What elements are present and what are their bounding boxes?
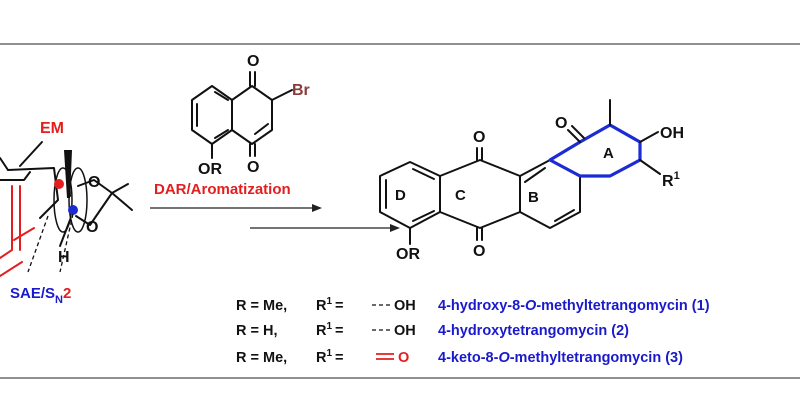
compound-name-2: 4-hydroxytetrangomycin (2) [438, 323, 629, 339]
diene-red [0, 185, 35, 259]
ring-oxygen-1: O [88, 174, 100, 191]
tetrangomycin-product: O O OR O OH R1 D C B A [379, 99, 684, 263]
ring-oxygen-2: O [86, 219, 98, 236]
c-br-bond [271, 89, 293, 101]
compound-legend: R = Me, R1= OH 4-hydroxy-8-O-methyltetra… [236, 296, 710, 366]
quinone-inner-double [254, 123, 269, 135]
ring-b-doubles [524, 167, 575, 222]
benzo-inner-doubles [196, 91, 229, 139]
transition-state-structure: EM O O H SAE/SN2 [0, 120, 133, 306]
quinone-oxygen-top: O [247, 53, 259, 70]
legend-row-1: R = Me, R1= OH 4-hydroxy-8-O-methyltetra… [236, 296, 710, 314]
product-carbonyl-top [476, 147, 483, 161]
em-bond [19, 141, 43, 167]
blue-atom-marker [68, 205, 78, 215]
arrow-head-top [312, 204, 322, 212]
red-atom-marker [54, 179, 64, 189]
r1-label: R1 [662, 170, 680, 190]
ring-label-c: C [455, 187, 466, 204]
legend-r-value: R = Me, [236, 298, 287, 314]
bromine-label: Br [292, 82, 310, 99]
legend-r1-label: R1= [316, 348, 344, 366]
orbital-ellipse-2 [68, 167, 88, 233]
legend-substituent: O [398, 350, 409, 366]
left-frame-bond [0, 157, 31, 181]
ring-label-b: B [528, 189, 539, 206]
bromonaphthoquinone-reagent: O Br O OR [191, 53, 310, 178]
c-r1-bond [639, 159, 661, 175]
quinone-ring [231, 85, 273, 145]
orbital-ellipse-1 [53, 167, 73, 233]
ring-d-doubles [385, 168, 435, 222]
dashed-interaction-2 [59, 213, 74, 273]
legend-r1-label: R1= [316, 321, 344, 339]
product-oxygen-top: O [473, 129, 485, 146]
ring-a-oxygen: O [555, 115, 567, 132]
compound-name-1: 4-hydroxy-8-O-methyltetrangomycin (1) [438, 298, 710, 314]
legend-row-3: R = Me, R1= O 4-keto-8-O-methyltetrangom… [236, 348, 683, 366]
legend-r-value: R = Me, [236, 350, 287, 366]
ring-c [439, 159, 521, 229]
legend-substituent: OH [394, 323, 416, 339]
hydroxyl-label: OH [660, 125, 684, 142]
benzo-ring [191, 85, 233, 145]
reaction-conditions: DAR/Aromatization [154, 181, 291, 198]
h-bond [59, 219, 71, 247]
legend-r-value: R = H, [236, 323, 278, 339]
cycle-bond [7, 167, 59, 219]
ring-a-highlight [548, 123, 642, 178]
or-group-product: OR [396, 246, 420, 263]
double-bond-icon [376, 353, 394, 360]
em-label: EM [40, 120, 64, 137]
quinone-oxygen-bottom: O [247, 159, 259, 176]
legend-row-2: R = H, R1= OH 4-hydroxytetrangomycin (2) [236, 321, 629, 339]
ring-label-a: A [603, 145, 614, 162]
sae-sn2-label: SAE/SN2 [10, 285, 71, 306]
diene-red-2 [0, 261, 23, 277]
ring-d [379, 161, 441, 229]
carbonyl-bottom [249, 143, 256, 157]
ring-b [519, 159, 581, 229]
compound-name-3: 4-keto-8-O-methyltetrangomycin (3) [438, 350, 683, 366]
carbonyl-top [249, 71, 256, 87]
gem-dimethyl [111, 183, 133, 211]
arrow-head-bottom [390, 224, 400, 232]
product-oxygen-bottom: O [473, 243, 485, 260]
legend-r1-label: R1= [316, 296, 344, 314]
ring-a-carbonyl [567, 125, 585, 143]
legend-substituent: OH [394, 298, 416, 314]
ring-label-d: D [395, 187, 406, 204]
c-oh-bond [639, 131, 659, 143]
dashed-interaction-1 [27, 215, 49, 273]
product-carbonyl-bottom [476, 227, 483, 241]
or-group-reagent: OR [198, 161, 222, 178]
